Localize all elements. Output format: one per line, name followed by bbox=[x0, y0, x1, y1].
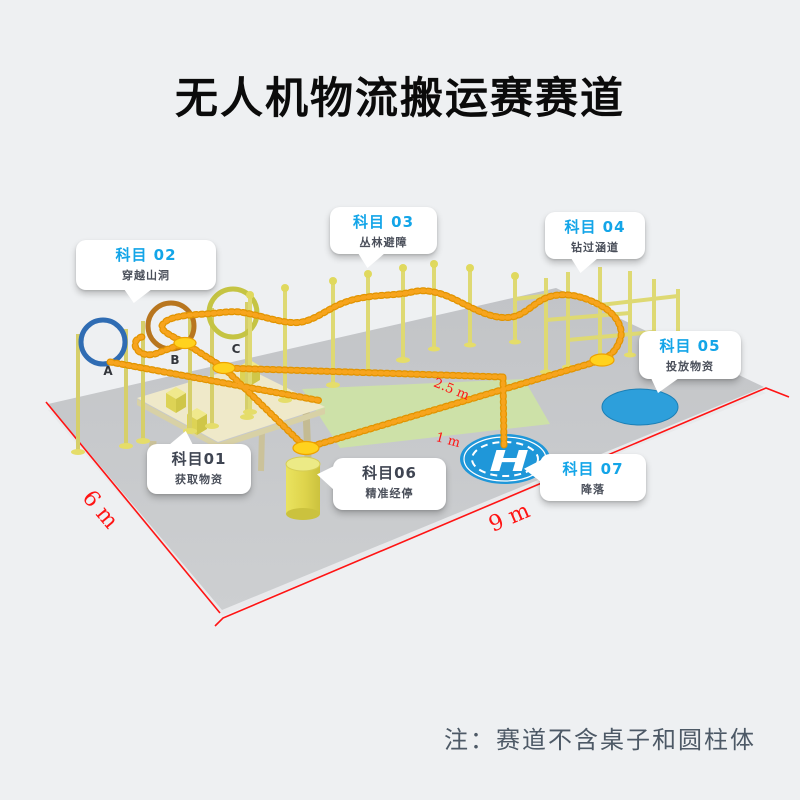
waypoint bbox=[173, 336, 197, 350]
callout-subject-07: 科目 07 降落 bbox=[524, 454, 646, 501]
helipad-letter: H bbox=[484, 445, 534, 478]
footnote: 注：赛道不含桌子和圆柱体 bbox=[444, 726, 756, 754]
dimension-label-short: 1 m bbox=[434, 430, 462, 451]
jungle-poles bbox=[248, 266, 517, 412]
callout-subject-06: 科目06 精准经停 bbox=[317, 458, 446, 510]
callout-title: 科目 03 bbox=[352, 213, 415, 231]
waypoint bbox=[589, 353, 615, 367]
callout-title: 科目 07 bbox=[562, 460, 624, 478]
page-title: 无人机物流搬运赛赛道 bbox=[175, 74, 625, 124]
ring-a-label: A bbox=[103, 364, 113, 378]
ring-b-label: B bbox=[170, 353, 179, 367]
table-leg bbox=[258, 430, 265, 472]
dimension-lines bbox=[45, 387, 790, 627]
callout-subject-01: 科目01 获取物资 bbox=[147, 431, 251, 494]
callout-title: 科目 05 bbox=[659, 337, 721, 355]
dimension-line-left bbox=[45, 401, 221, 614]
callout-title: 科目06 bbox=[362, 464, 417, 482]
callout-subject-02: 科目 02 穿越山洞 bbox=[76, 240, 216, 303]
ring-pole-bases bbox=[71, 414, 254, 455]
callout-subtitle: 丛林避障 bbox=[359, 236, 408, 249]
jungle-pole-tops bbox=[246, 260, 519, 299]
waypoint-markers bbox=[173, 336, 615, 456]
drop-zone-circle bbox=[601, 388, 679, 426]
callout-subject-05: 科目 05 投放物资 bbox=[639, 331, 741, 393]
ring-c-label: C bbox=[232, 342, 241, 356]
supply-cube bbox=[166, 387, 186, 413]
callout-title: 科目01 bbox=[171, 450, 227, 468]
callout-subtitle: 穿越山洞 bbox=[122, 269, 170, 282]
table-top bbox=[137, 366, 325, 442]
callout-subtitle: 钻过涵道 bbox=[571, 241, 619, 254]
callout-subject-04: 科目 04 钻过涵道 bbox=[545, 212, 645, 273]
callout-subtitle: 降落 bbox=[581, 483, 605, 496]
callout-subtitle: 获取物资 bbox=[175, 473, 223, 486]
dimension-line-bottom bbox=[214, 387, 790, 627]
table-edge bbox=[137, 399, 325, 449]
waypoint bbox=[292, 440, 320, 456]
callout-subtitle: 投放物资 bbox=[666, 360, 714, 373]
callout-title: 科目 04 bbox=[564, 218, 626, 236]
ring-a bbox=[78, 317, 128, 367]
gate-bar bbox=[567, 330, 655, 342]
callout-title: 科目 02 bbox=[115, 246, 177, 264]
waypoint bbox=[212, 361, 236, 375]
gate-bar bbox=[599, 294, 679, 307]
dimension-label-left: 6 m bbox=[77, 486, 123, 534]
callout-subtitle: 精准经停 bbox=[365, 487, 414, 500]
callout-subject-03: 科目 03 丛林避障 bbox=[330, 207, 437, 268]
cylinder bbox=[285, 456, 321, 520]
